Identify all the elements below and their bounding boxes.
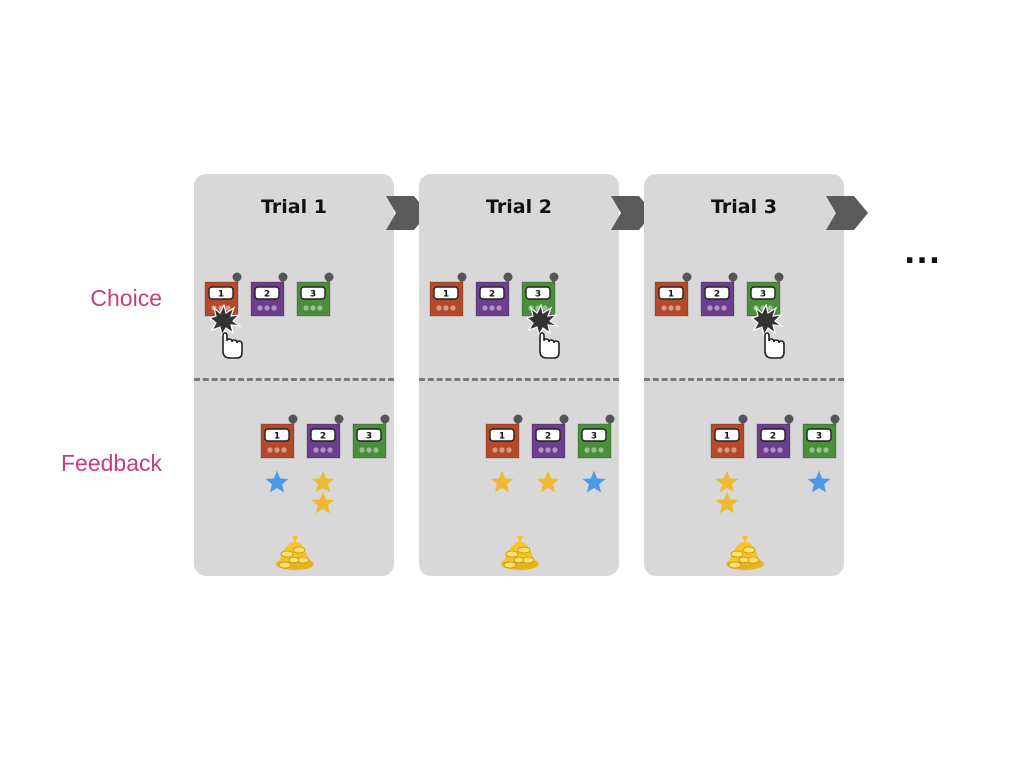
row-divider	[194, 378, 394, 381]
trial-panel-3: Trial 3 1 1 2 2	[644, 174, 844, 576]
trial-panel-2: Trial 2 1 1 2 2	[419, 174, 619, 576]
pointing-hand-icon	[206, 303, 246, 360]
choice-slot-machine-3: 3	[296, 272, 336, 318]
svg-text:1: 1	[668, 290, 674, 300]
choice-slot-machine-2: 2	[700, 272, 740, 318]
gold-star-icon	[714, 469, 740, 495]
gold-star-icon	[714, 490, 740, 516]
feedback-slot-machine-2: 2	[756, 414, 796, 460]
feedback-slot-machine-3: 3	[802, 414, 842, 460]
choice-slot-machine-2: 2	[475, 272, 515, 318]
gold-star-icon	[310, 469, 336, 495]
svg-text:2: 2	[489, 290, 495, 300]
svg-text:3: 3	[366, 432, 372, 442]
svg-text:2: 2	[545, 432, 551, 442]
gold-star-icon	[489, 469, 515, 495]
svg-text:3: 3	[816, 432, 822, 442]
svg-text:2: 2	[714, 290, 720, 300]
pointing-hand-icon	[523, 303, 563, 360]
svg-text:1: 1	[218, 290, 224, 300]
feedback-slot-machine-1: 1	[710, 414, 750, 460]
trial-title: Trial 3	[711, 196, 777, 218]
blue-star-icon	[806, 469, 832, 495]
svg-text:2: 2	[264, 290, 270, 300]
svg-text:2: 2	[770, 432, 776, 442]
gold-coins-icon	[273, 532, 317, 572]
feedback-slot-machine-2: 2	[531, 414, 571, 460]
trial-panel-1: Trial 1 1 1 2 2	[194, 174, 394, 576]
gold-coins-icon	[498, 532, 542, 572]
trial-title: Trial 2	[486, 196, 552, 218]
gold-coins-icon	[723, 532, 767, 572]
choice-row-label: Choice	[90, 285, 162, 311]
svg-text:2: 2	[320, 432, 326, 442]
next-trial-arrow-icon	[611, 193, 655, 233]
gold-star-icon	[535, 469, 561, 495]
trial-title: Trial 1	[261, 196, 327, 218]
continuation-ellipsis: ...	[904, 236, 942, 271]
feedback-slot-machine-1: 1	[485, 414, 525, 460]
feedback-slot-machine-3: 3	[352, 414, 392, 460]
svg-text:3: 3	[591, 432, 597, 442]
feedback-row-label: Feedback	[60, 450, 162, 476]
blue-star-icon	[264, 469, 290, 495]
svg-text:3: 3	[310, 290, 316, 300]
blue-star-icon	[581, 469, 607, 495]
svg-text:3: 3	[535, 290, 541, 300]
svg-text:1: 1	[443, 290, 449, 300]
next-trial-arrow-icon	[386, 193, 430, 233]
next-trial-arrow-icon	[826, 193, 870, 233]
row-divider	[419, 378, 619, 381]
choice-slot-machine-1: 1	[654, 272, 694, 318]
svg-text:1: 1	[499, 432, 505, 442]
feedback-slot-machine-3: 3	[577, 414, 617, 460]
svg-text:1: 1	[724, 432, 730, 442]
gold-star-icon	[310, 490, 336, 516]
pointing-hand-icon	[748, 303, 788, 360]
svg-text:1: 1	[274, 432, 280, 442]
svg-text:3: 3	[760, 290, 766, 300]
row-divider	[644, 378, 844, 381]
choice-slot-machine-2: 2	[250, 272, 290, 318]
feedback-slot-machine-1: 1	[260, 414, 300, 460]
feedback-slot-machine-2: 2	[306, 414, 346, 460]
choice-slot-machine-1: 1	[429, 272, 469, 318]
